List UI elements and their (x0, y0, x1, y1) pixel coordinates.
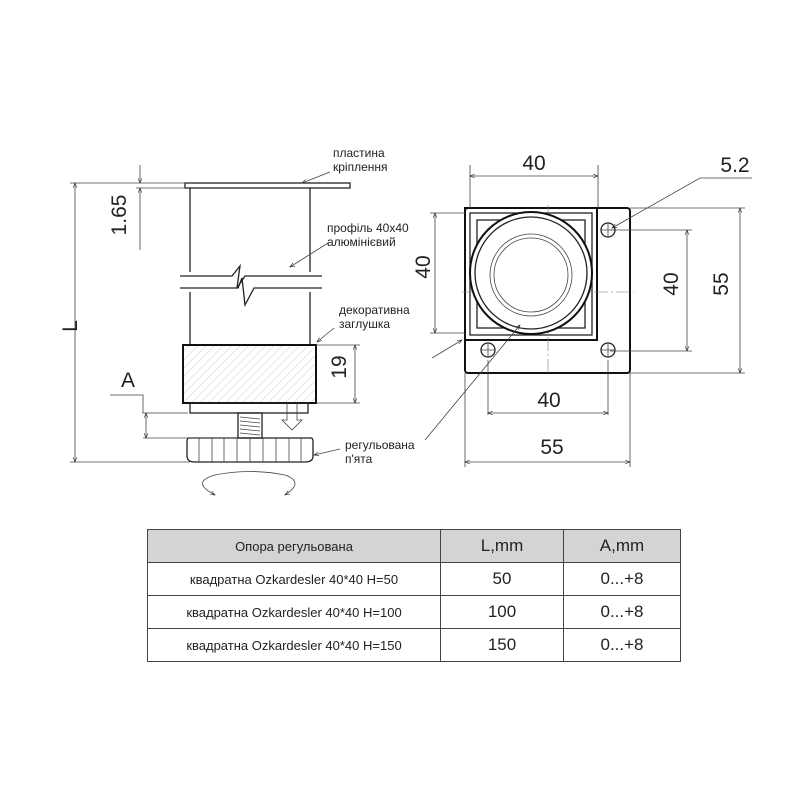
header-A: A,mm (563, 529, 681, 563)
rotate-arrow-icon (202, 471, 296, 496)
dim-right-40: 40 (660, 272, 683, 295)
adjustable-foot (186, 437, 314, 463)
callout-foot-2: п'ята (345, 452, 373, 466)
break-line (180, 263, 322, 289)
dim-left-40: 40 (412, 255, 435, 278)
dim-hole-5-2: 5.2 (720, 154, 749, 177)
header-name: Опора регульована (147, 529, 441, 563)
drawing-svg: L 1.65 19 A пластина кріплення профіль 4… (59, 146, 752, 496)
cell-A: 0...+8 (563, 595, 681, 629)
dim-cap-height: 19 (328, 355, 351, 378)
profile-square (464, 207, 598, 341)
callout-cap-2: заглушка (339, 317, 390, 331)
cell-name: квадратна Ozkardesler 40*40 H=150 (147, 628, 441, 662)
foot-outer-circle (469, 211, 593, 335)
cell-L: 50 (440, 562, 564, 596)
callout-profile-2: алюмінієвий (327, 235, 396, 249)
dim-L: L (59, 320, 82, 332)
down-arrow-icon (281, 403, 303, 431)
dim-right-55: 55 (710, 272, 733, 295)
break-gap (186, 272, 314, 292)
mounting-plate (184, 182, 351, 189)
dim-bottom-40: 40 (537, 389, 560, 412)
table-row: квадратна Ozkardesler 40*40 H=150 150 0.… (147, 628, 681, 662)
side-view: L 1.65 19 A пластина кріплення профіль 4… (59, 146, 415, 496)
callout-profile-1: профіль 40x40 (327, 221, 409, 235)
dim-bottom-55: 55 (540, 436, 563, 459)
cell-L: 100 (440, 595, 564, 629)
callout-plate-2: кріплення (333, 160, 388, 174)
table-row: квадратна Ozkardesler 40*40 H=50 50 0...… (147, 562, 681, 596)
thread (237, 412, 263, 439)
cell-A: 0...+8 (563, 562, 681, 596)
cell-L: 150 (440, 628, 564, 662)
cell-name: квадратна Ozkardesler 40*40 H=100 (147, 595, 441, 629)
cell-name: квадратна Ozkardesler 40*40 H=50 (147, 562, 441, 596)
table-row: квадратна Ozkardesler 40*40 H=100 100 0.… (147, 595, 681, 629)
spec-table: Опора регульована L,mm A,mm квадратна Oz… (147, 529, 681, 662)
callout-plate-1: пластина (333, 146, 385, 160)
table-header-row: Опора регульована L,mm A,mm (147, 529, 681, 563)
decorative-cap (182, 344, 317, 404)
dim-plate-thickness: 1.65 (108, 195, 131, 236)
callout-foot-1: регульована (345, 438, 415, 452)
dim-A: A (121, 369, 135, 392)
dim-top-40: 40 (522, 152, 545, 175)
header-L: L,mm (440, 529, 564, 563)
callout-cap-1: декоративна (339, 303, 410, 317)
top-view: 40 40 40 55 40 55 5.2 (412, 152, 752, 467)
cell-A: 0...+8 (563, 628, 681, 662)
